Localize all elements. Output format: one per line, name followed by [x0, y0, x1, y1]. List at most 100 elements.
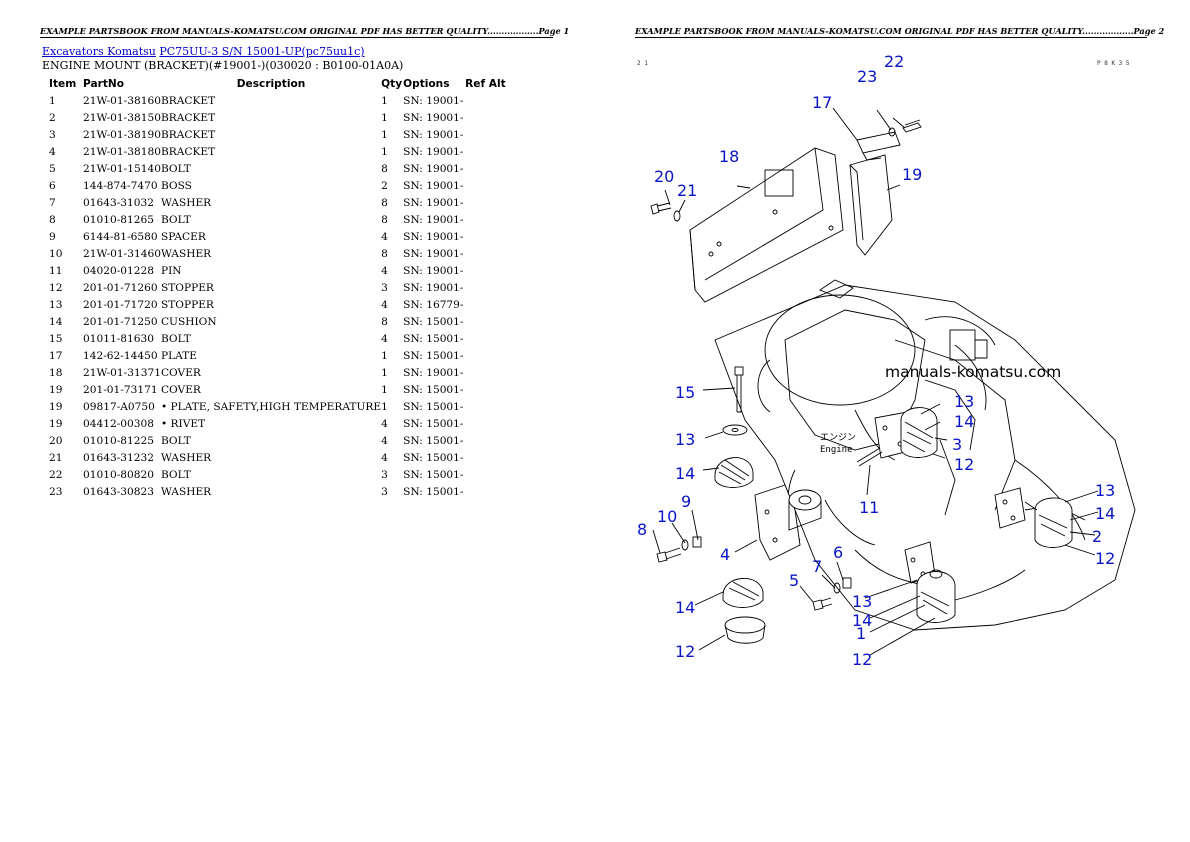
callout-14-center: 14 — [954, 412, 974, 431]
page-1-header-rule — [40, 37, 553, 38]
cushion-14-left-drawing — [714, 457, 754, 488]
callout-13-center: 13 — [954, 392, 974, 411]
bolt-8-drawing — [656, 547, 682, 563]
cell-description: BOLT — [160, 435, 191, 447]
cell-description: COVER — [160, 384, 201, 396]
cell-partno: 21W-01-38190 — [83, 129, 161, 141]
cell-item: 19 — [49, 384, 63, 396]
cell-options: SN: 15001- — [403, 418, 464, 430]
cell-description: BRACKET — [160, 112, 216, 124]
cell-refalt — [465, 229, 515, 246]
watermark-text: manuals-komatsu.com — [885, 363, 1061, 381]
cell-qty: 3 — [381, 486, 388, 498]
cell-item: 20 — [49, 435, 63, 447]
cell-partno: 21W-01-31371 — [83, 367, 161, 379]
cell-options: SN: 15001- — [403, 435, 464, 447]
callout-3: 3 — [952, 435, 962, 454]
cover-18-drawing — [689, 147, 844, 303]
page-1-header: EXAMPLE PARTSBOOK FROM MANUALS-KOMATSU.C… — [40, 26, 570, 36]
cell-refalt — [465, 433, 515, 450]
cell-options: SN: 19001- — [403, 129, 464, 141]
cell-partno: 6144-81-6580 — [83, 231, 158, 243]
cell-description: BOLT — [160, 214, 191, 226]
cell-description: SPACER — [160, 231, 206, 243]
cell-description: STOPPER — [160, 299, 214, 311]
cell-partno: 01011-81630 — [83, 333, 154, 345]
callout-20: 20 — [654, 167, 674, 186]
plate-17-drawing — [856, 131, 901, 161]
callout-12-bottom-left: 12 — [675, 642, 695, 661]
cell-refalt — [465, 127, 515, 144]
cell-qty: 1 — [381, 112, 388, 124]
cell-item: 10 — [49, 248, 63, 260]
breadcrumb-link-model[interactable]: PC75UU-3 S/N 15001-UP(pc75uu1c) — [159, 45, 365, 58]
cell-partno: 21W-01-15140 — [83, 163, 161, 175]
callout-4: 4 — [720, 545, 730, 564]
parts-table-header: Item PartNo Description Qty Options Ref … — [44, 76, 515, 93]
cell-refalt — [465, 93, 515, 110]
bolt-22-drawing — [902, 119, 922, 133]
cell-partno: 201-01-73171 — [83, 384, 158, 396]
engine-label-japanese: エンジン — [820, 433, 856, 443]
cell-options: SN: 19001- — [403, 214, 464, 226]
drawing-corner-code-left: 2 1 — [637, 60, 648, 67]
cell-description: BRACKET — [160, 95, 216, 107]
callout-2: 2 — [1092, 527, 1102, 546]
cell-description: PLATE — [160, 350, 197, 362]
cell-item: 4 — [49, 146, 56, 158]
callout-13-left: 13 — [675, 430, 695, 449]
cell-refalt — [465, 467, 515, 484]
boss-6-drawing — [842, 577, 852, 589]
column-header-options: Options — [403, 78, 450, 90]
cell-qty: 1 — [381, 350, 388, 362]
engine-label-english: Engine — [820, 445, 853, 455]
cell-refalt — [465, 161, 515, 178]
callout-9: 9 — [681, 492, 691, 511]
cell-partno: 01010-81265 — [83, 214, 154, 226]
cell-item: 22 — [49, 469, 63, 481]
callout-15: 15 — [675, 383, 695, 402]
cell-options: SN: 15001- — [403, 469, 464, 481]
cell-refalt — [465, 365, 515, 382]
cell-description: PIN — [160, 265, 182, 277]
cell-qty: 3 — [381, 469, 388, 481]
cell-refalt — [465, 450, 515, 467]
cell-qty: 4 — [381, 452, 388, 464]
drawing-corner-code-right: P 8 K 3 5 — [1097, 60, 1130, 67]
callout-14-bottom-left: 14 — [675, 598, 695, 617]
cell-refalt — [465, 263, 515, 280]
bracket-3-drawing — [874, 407, 938, 459]
callout-21: 21 — [677, 181, 697, 200]
cell-item: 14 — [49, 316, 63, 328]
cell-options: SN: 15001- — [403, 452, 464, 464]
cell-item: 2 — [49, 112, 56, 124]
cell-qty: 8 — [381, 316, 388, 328]
cell-qty: 3 — [381, 282, 388, 294]
cell-item: 11 — [49, 265, 63, 277]
callout-22: 22 — [884, 52, 904, 71]
cell-item: 9 — [49, 231, 56, 243]
cell-description: WASHER — [160, 452, 212, 464]
breadcrumb-link-excavators[interactable]: Excavators Komatsu — [42, 45, 156, 58]
page-subtitle: ENGINE MOUNT (BRACKET)(#19001-)(030020 :… — [42, 59, 404, 72]
callout-7: 7 — [812, 557, 822, 576]
page-2: EXAMPLE PARTSBOOK FROM MANUALS-KOMATSU.C… — [595, 0, 1190, 842]
callout-19: 19 — [902, 165, 922, 184]
cover-19-drawing — [849, 154, 893, 256]
cell-item: 13 — [49, 299, 63, 311]
bracket-4-drawing — [754, 484, 822, 561]
cell-description: WASHER — [160, 486, 212, 498]
callout-23: 23 — [857, 67, 877, 86]
cell-options: SN: 19001- — [403, 248, 464, 260]
cell-item: 23 — [49, 486, 63, 498]
